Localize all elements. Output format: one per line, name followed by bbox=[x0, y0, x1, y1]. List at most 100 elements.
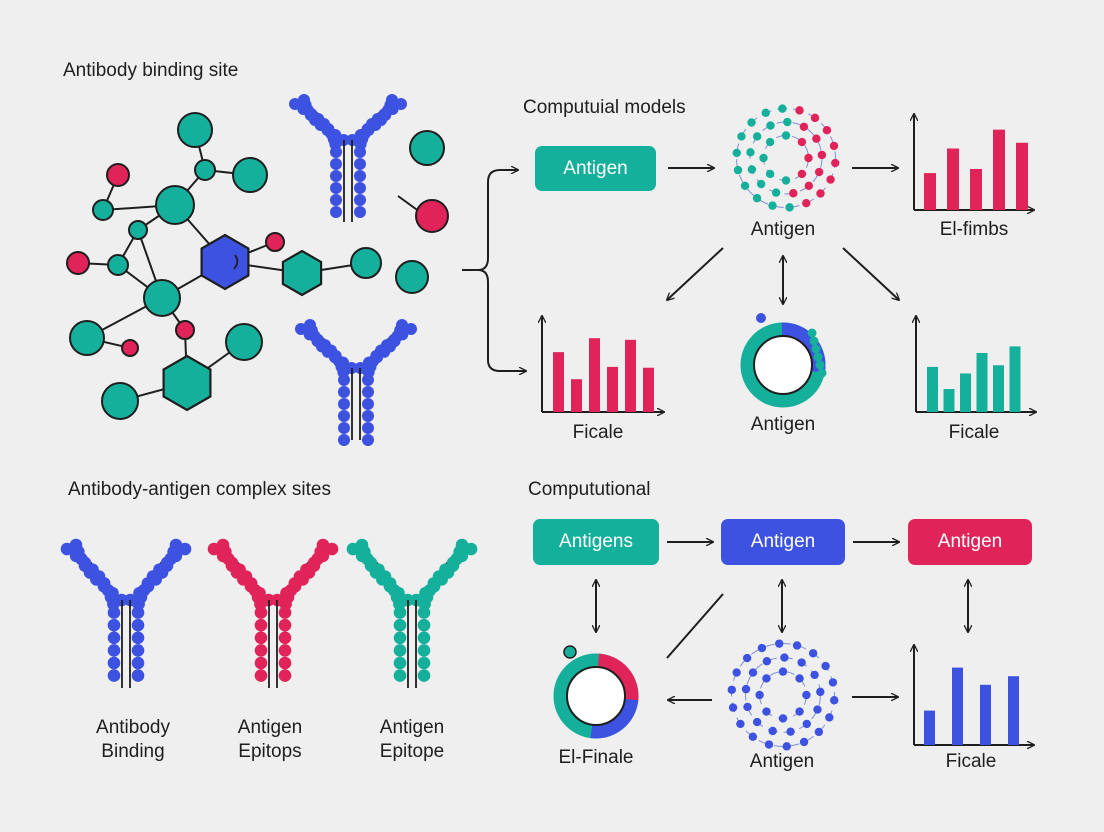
antibody-top bbox=[289, 94, 407, 222]
antibody-red-bead bbox=[254, 669, 268, 682]
cluster-top-bead bbox=[765, 137, 775, 147]
diagonal-connector bbox=[666, 593, 724, 659]
chart-4-bar-2 bbox=[952, 667, 963, 745]
cluster-bottom-bead bbox=[727, 685, 736, 694]
bar-chart-2 bbox=[542, 316, 664, 412]
atom-node-f bbox=[155, 185, 195, 225]
cluster-bottom-bead bbox=[795, 707, 804, 716]
chart-4-bar-4 bbox=[1008, 676, 1019, 745]
cluster-bottom-bead bbox=[810, 670, 819, 680]
antibody-blue-bead bbox=[60, 542, 74, 556]
antibody-middle-bead bbox=[362, 362, 374, 374]
bar-chart-4 bbox=[914, 645, 1034, 745]
antibody-top-bead bbox=[330, 182, 342, 194]
chart-2-bar-6 bbox=[643, 367, 654, 412]
antibody-middle-bead bbox=[362, 434, 374, 446]
ring-bottom-segment-red bbox=[597, 653, 639, 701]
arrow-to-right-chart bbox=[842, 247, 899, 300]
cluster-bottom-bead bbox=[795, 674, 804, 683]
antibody-blue-bead bbox=[107, 606, 121, 619]
chart-2-bar-3 bbox=[589, 338, 600, 412]
cluster-bottom-bead bbox=[828, 678, 838, 687]
cluster-top bbox=[732, 104, 840, 212]
cluster-top-bead bbox=[814, 167, 824, 177]
cluster-bottom-bead bbox=[762, 674, 771, 683]
cluster-bottom-bead bbox=[762, 657, 772, 666]
ring-top-knob bbox=[756, 313, 766, 323]
antigens-box: Antigens bbox=[533, 519, 659, 565]
antibody-teal-bead bbox=[417, 631, 431, 645]
cluster-top-bead bbox=[797, 137, 807, 147]
cluster-bottom-bead bbox=[821, 661, 830, 671]
arrow-to-left-chart bbox=[667, 247, 724, 300]
chart-2-bar-1 bbox=[553, 352, 564, 412]
antibody-red-bead bbox=[254, 606, 268, 619]
antibody-red-bead bbox=[325, 542, 339, 556]
cluster-top-bead bbox=[761, 108, 770, 118]
cluster-bottom-bead bbox=[825, 713, 834, 722]
antibody-top-bead bbox=[354, 182, 366, 194]
cluster-top-bead bbox=[746, 148, 755, 157]
antibody-blue-bead bbox=[131, 618, 145, 632]
antibody-middle-bead bbox=[338, 386, 350, 398]
cluster-top-bead bbox=[804, 181, 814, 191]
cluster-bottom-bead bbox=[748, 732, 758, 741]
chart-3-bar-3 bbox=[960, 373, 971, 412]
antibody-top-bead bbox=[330, 134, 342, 146]
atom-node-c bbox=[232, 157, 268, 193]
atom-node-n bbox=[143, 279, 181, 317]
cluster-top-bead bbox=[810, 113, 820, 123]
atom-node-g bbox=[128, 220, 148, 240]
atom-node-v bbox=[415, 199, 449, 233]
chart-3-bar-4 bbox=[976, 352, 988, 412]
ring-top-bead bbox=[811, 344, 821, 354]
chart-3-bar-1 bbox=[927, 366, 938, 412]
branch-arrow-top bbox=[462, 170, 518, 271]
cluster-top-bead bbox=[759, 153, 768, 163]
antibody-red-bead bbox=[207, 542, 221, 556]
antibody-red-bead bbox=[254, 631, 268, 645]
atom-node-e bbox=[92, 199, 114, 221]
chart-label-bottom: Ficale bbox=[945, 751, 997, 772]
cluster-bottom-bead bbox=[732, 668, 741, 677]
cluster-top-bead bbox=[771, 188, 781, 197]
antibody-top-bead bbox=[354, 158, 366, 170]
chart-1-bar-2 bbox=[947, 148, 959, 210]
chart-4-bar-3 bbox=[980, 684, 991, 745]
antibody-blue-bead bbox=[131, 669, 145, 682]
atom-node-i bbox=[265, 232, 285, 252]
antibody-caption-2: Antigen Epitops bbox=[238, 716, 302, 764]
antibody-red-bead bbox=[254, 593, 268, 607]
antibody-middle-bead bbox=[295, 323, 307, 335]
antibody-middle-bead bbox=[362, 398, 374, 410]
antibody-caption-2-line2: Epitops bbox=[238, 741, 302, 762]
bar-chart-3 bbox=[916, 316, 1036, 412]
atom-node-k bbox=[107, 254, 129, 276]
cluster-top-bead bbox=[778, 104, 787, 113]
cluster-top-bead bbox=[817, 150, 827, 160]
ring-top-bead bbox=[817, 368, 827, 378]
antibody-middle-bead bbox=[362, 386, 374, 398]
antibody-teal-bead bbox=[393, 606, 407, 619]
cluster-top-bead bbox=[785, 203, 794, 212]
antibody-blue bbox=[60, 538, 192, 688]
antibody-blue-bead bbox=[107, 593, 121, 607]
cluster-bottom-bead bbox=[786, 727, 795, 736]
antibody-middle-bead bbox=[338, 374, 350, 386]
ring-top-bead bbox=[815, 360, 825, 370]
antibody-middle-bead bbox=[338, 398, 350, 410]
antibody-blue-bead bbox=[107, 656, 121, 670]
antibody-teal-bead bbox=[417, 656, 431, 670]
antibody-red-bead bbox=[278, 669, 292, 682]
antibody-structures bbox=[60, 94, 478, 688]
antibody-teal-bead bbox=[417, 593, 431, 607]
cluster-top-bead bbox=[752, 193, 762, 203]
antibody-caption-1: Antibody Binding bbox=[96, 716, 170, 764]
cluster-bottom-bead bbox=[802, 690, 811, 700]
antibody-red-bead bbox=[278, 593, 292, 607]
atom-node-t bbox=[101, 382, 139, 420]
cluster-bottom-bead bbox=[780, 653, 789, 662]
antibody-middle-bead bbox=[338, 434, 350, 446]
antibody-teal bbox=[346, 538, 478, 688]
